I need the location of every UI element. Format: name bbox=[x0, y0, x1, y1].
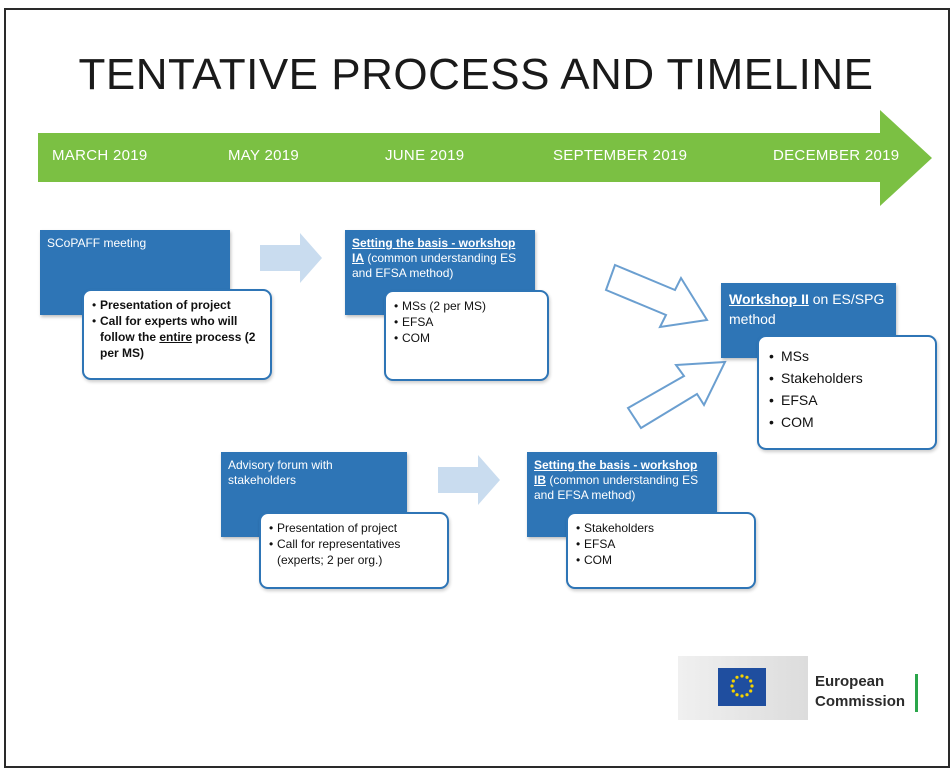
list-item: COM bbox=[576, 552, 746, 568]
logo-text: European Commission bbox=[815, 672, 905, 712]
list-item: Stakeholders bbox=[576, 520, 746, 536]
list-item: Call for experts who will follow the ent… bbox=[92, 313, 262, 361]
timeline-label-september: SEPTEMBER 2019 bbox=[553, 147, 688, 164]
list-item: Call for representatives (experts; 2 per… bbox=[269, 536, 439, 568]
timeline-arrow bbox=[38, 110, 932, 206]
workshop-ia-subtitle: (common understanding ES and EFSA method… bbox=[352, 251, 517, 280]
scopaff-details: Presentation of project Call for experts… bbox=[82, 289, 272, 380]
timeline-label-december: DECEMBER 2019 bbox=[773, 147, 900, 164]
list-item: MSs bbox=[769, 345, 925, 367]
slide-title: TENTATIVE PROCESS AND TIMELINE bbox=[78, 50, 874, 99]
list-item: EFSA bbox=[769, 389, 925, 411]
workshop-ii-subtitle: on ES/SPG method bbox=[729, 291, 885, 327]
list-item: EFSA bbox=[394, 314, 539, 330]
workshop-ia-title: Setting the basis - workshop IA bbox=[352, 236, 516, 265]
workshop-ii-title: Workshop II bbox=[729, 291, 809, 307]
list-item: Presentation of project bbox=[92, 297, 262, 313]
timeline-label-may: MAY 2019 bbox=[228, 147, 300, 164]
list-item: Stakeholders bbox=[769, 367, 925, 389]
timeline-label-june: JUNE 2019 bbox=[385, 147, 465, 164]
arrow-right-icon bbox=[438, 455, 500, 505]
logo-line-1: European bbox=[815, 673, 885, 690]
scopaff-header-text: SCoPAFF meeting bbox=[47, 236, 147, 250]
arrow-right-icon bbox=[260, 233, 322, 283]
logo-line-2: Commission bbox=[815, 693, 906, 710]
list-item: COM bbox=[769, 411, 925, 433]
list-item: Presentation of project bbox=[269, 520, 439, 536]
list-item: EFSA bbox=[576, 536, 746, 552]
advisory-header-text: Advisory forum with stakeholders bbox=[228, 458, 333, 487]
advisory-details: Presentation of project Call for represe… bbox=[259, 512, 449, 589]
connector-arrows bbox=[260, 233, 727, 505]
logo-green-bar bbox=[915, 674, 918, 712]
list-item: MSs (2 per MS) bbox=[394, 298, 539, 314]
workshop-ib-subtitle: (common understanding ES and EFSA method… bbox=[534, 473, 699, 502]
workshop-ib-title: Setting the basis - workshop IB bbox=[534, 458, 698, 487]
workshop-ib-details: Stakeholders EFSA COM bbox=[566, 512, 756, 589]
arrow-diagonal-down-icon bbox=[604, 263, 709, 329]
eu-flag-icon bbox=[718, 668, 766, 706]
european-commission-logo: European Commission bbox=[678, 652, 928, 722]
workshop-ia-details: MSs (2 per MS) EFSA COM bbox=[384, 290, 549, 381]
arrow-diagonal-up-icon bbox=[626, 360, 727, 430]
timeline-label-march: MARCH 2019 bbox=[52, 147, 148, 164]
workshop-ii-details: MSs Stakeholders EFSA COM bbox=[757, 335, 937, 450]
list-item: COM bbox=[394, 330, 539, 346]
